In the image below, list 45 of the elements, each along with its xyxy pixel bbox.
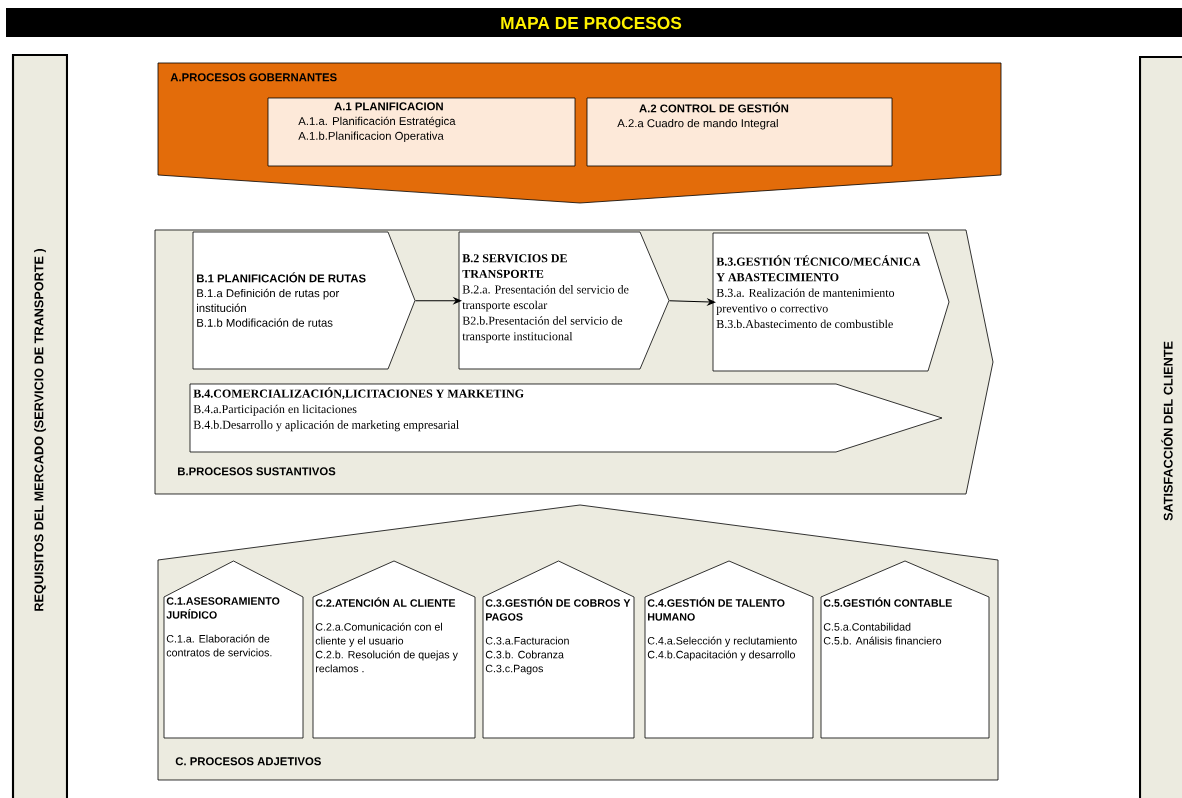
process-box (267, 97, 576, 167)
process-item: B.1.a Definición de rutas por institución (197, 288, 340, 312)
process-item: A.2.a Cuadro de mando Integral (617, 118, 778, 130)
process-item: B.3.b.Abastecimento de combustible (716, 319, 893, 329)
process-item: C.3.b. Cobranza (485, 650, 564, 659)
process-item: A.1.b.Planificacion Operativa (298, 131, 444, 143)
side-band: SATISFACCIÓN DEL CLIENTE (1138, 55, 1182, 798)
process-item: C.5.a.Contabilidad (823, 622, 911, 631)
process-title: C.3.GESTIÓN DE COBROS Y PAGOS (485, 597, 631, 621)
group-title: B.PROCESOS SUSTANTIVOS (178, 467, 336, 476)
process-title: C.5.GESTIÓN CONTABLE (823, 597, 952, 607)
process-box (192, 231, 416, 370)
process-item: B.3.a. Realización de mantenimiento preventivo o correctivo (716, 288, 895, 315)
process-item: A.1.a. Planificación Estratégica (298, 116, 456, 128)
process-item: B.2.a. Presentación del servicio de transporte escolar (462, 285, 629, 312)
process-title: C.1.ASESORAMIENTO JURÍDICO (166, 597, 280, 619)
process-item: C.3.c.Pagos (485, 664, 543, 675)
process-title: A.1 PLANIFICACION (334, 102, 443, 111)
process-box (712, 232, 950, 372)
title-bar: MAPA DE PROCESOS (6, 8, 1182, 37)
process-item: B.1.b Modificación de rutas (197, 318, 333, 327)
process-item: C.3.a.Facturacion (485, 636, 569, 645)
process-box (458, 231, 670, 370)
group-title: C. PROCESOS ADJETIVOS (175, 757, 321, 766)
process-title: B.1 PLANIFICACIÓN DE RUTAS (197, 272, 366, 283)
process-item: C.4.b.Capacitación y desarrollo (647, 650, 795, 661)
process-item: B.4.b.Desarrollo y aplicación de marketing empresarial (193, 420, 459, 432)
process-title: B.4.COMERCIALIZACIÓN,LICITACIONES Y MARKETING (193, 387, 524, 400)
process-box (586, 97, 893, 167)
process-title: C.2.ATENCIÓN AL CLIENTE (315, 597, 456, 607)
process-title: B.2 SERVICIOS DE TRANSPORTE (462, 254, 567, 278)
process-item: C.4.a.Selección y reclutamiento (647, 636, 797, 647)
process-item: C.5.b. Análisis financiero (823, 636, 942, 645)
process-item: C.1.a. Elaboración de contratos de servicios. (166, 634, 272, 657)
process-item: B.4.a.Participación en licitaciones (193, 404, 357, 416)
process-title: C.4.GESTIÓN DE TALENTO HUMANO (647, 597, 785, 621)
process-title: B.3.GESTIÓN TÉCNICO/MECÁNICA Y ABASTECIMIENTO (716, 255, 921, 282)
process-box (189, 383, 943, 453)
process-title: A.2 CONTROL DE GESTIÓN (639, 102, 789, 113)
arrow (414, 296, 462, 305)
process-item: C.2.a.Comunicación con el cliente y el usuario (315, 622, 442, 647)
process-item: C.2.b. Resolución de quejas y reclamos . (315, 650, 458, 673)
process-item: B2.b.Presentación del servicio de transporte institucional (462, 316, 623, 343)
side-band: REQUISITOS DEL MERCADO (SERVICIO DE TRANSPORTE ) (11, 53, 69, 798)
group-title: A.PROCESOS GOBERNANTES (170, 73, 337, 82)
